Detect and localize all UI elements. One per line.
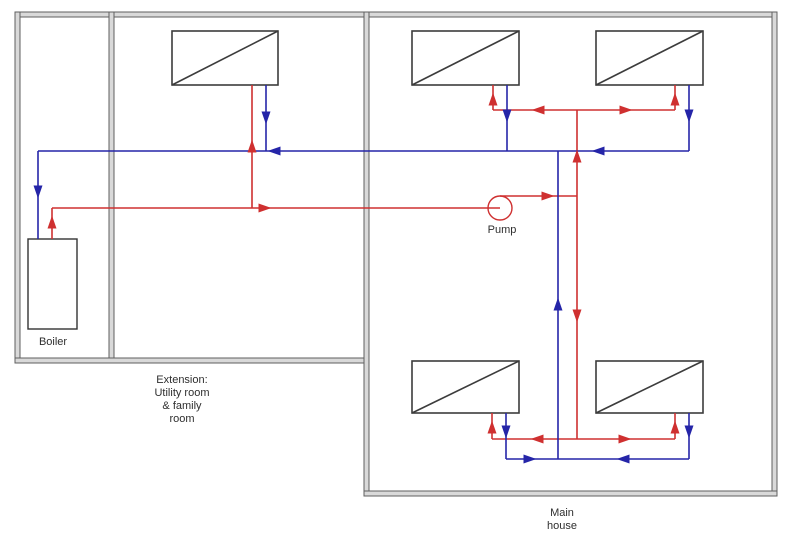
main-top-right-radiator-diagonal xyxy=(595,30,704,86)
flow-arrow-up xyxy=(247,139,257,153)
flow-arrow-up xyxy=(487,420,497,434)
extension-bottom-wall xyxy=(14,357,370,364)
main-house-label: Main house xyxy=(547,507,577,533)
extension-radiator-diagonal xyxy=(171,30,279,86)
flow-arrow-right xyxy=(618,434,632,444)
return-arrow-up xyxy=(553,297,563,311)
flow-arrow-left xyxy=(530,434,544,444)
extension-label: Extension: Utility room & family room xyxy=(154,374,209,426)
return-arrow-down xyxy=(33,185,43,199)
flow-arrow-up xyxy=(670,420,680,434)
return-arrow-left xyxy=(267,146,281,156)
return-arrow-down xyxy=(261,111,271,125)
flow-arrow-right xyxy=(258,203,272,213)
return-arrow-down xyxy=(684,109,694,123)
main-bottom-right-radiator-diagonal xyxy=(595,360,704,414)
return-arrow-down xyxy=(684,425,694,439)
boiler xyxy=(27,238,78,330)
flow-arrow-right xyxy=(541,191,555,201)
main-house-left-wall xyxy=(363,11,370,497)
extension-left-wall xyxy=(14,11,21,364)
extension-label-line: room xyxy=(169,413,195,425)
pump-label: Pump xyxy=(487,224,517,236)
main-house-label-line: Main xyxy=(550,507,574,519)
main-top-left-radiator-diagonal xyxy=(411,30,520,86)
pump xyxy=(487,195,513,221)
top-wall xyxy=(14,11,778,18)
extension-label-line: Extension: xyxy=(156,374,208,386)
extension-label-line: & family xyxy=(162,400,202,412)
flow-arrow-right xyxy=(619,105,633,115)
flow-arrow-left xyxy=(531,105,545,115)
flow-arrow-up xyxy=(488,92,498,106)
flow-arrow-up xyxy=(572,149,582,163)
flow-arrow-up xyxy=(670,92,680,106)
flow-arrow-down xyxy=(572,309,582,323)
flow-arrow-up xyxy=(47,215,57,229)
main-house-label-line: house xyxy=(547,520,577,532)
boiler-room-partition-wall xyxy=(108,11,115,364)
extension-label-line: Utility room xyxy=(154,387,210,399)
return-arrow-down xyxy=(502,109,512,123)
main-house-bottom-wall xyxy=(363,490,778,497)
return-arrow-left xyxy=(616,454,630,464)
main-bottom-left-radiator-diagonal xyxy=(411,360,520,414)
return-arrow-left xyxy=(591,146,605,156)
return-arrow-down xyxy=(501,425,511,439)
return-arrow-right xyxy=(523,454,537,464)
main-house-right-wall xyxy=(771,11,778,497)
boiler-label: Boiler xyxy=(38,336,68,348)
